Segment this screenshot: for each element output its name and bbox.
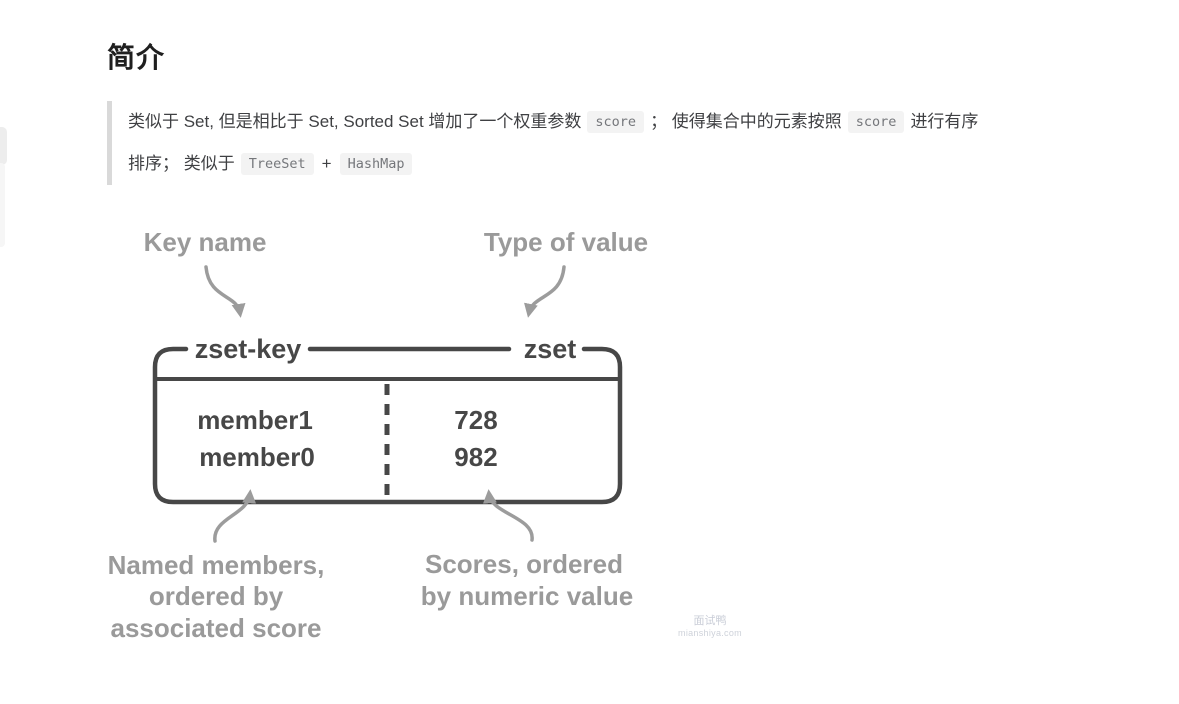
scores-caption-line: Scores, ordered (425, 549, 623, 579)
plus-separator: + (321, 154, 332, 173)
arrow-named-members (213, 489, 257, 543)
zset-key-label: zset-key (195, 334, 302, 364)
collapsed-panel-handle[interactable] (0, 127, 7, 165)
blockquote-line-1: 类似于 Set, 但是相比于 Set, Sorted Set 增加了一个权重参数… (128, 101, 1157, 143)
intro-blockquote: 类似于 Set, 但是相比于 Set, Sorted Set 增加了一个权重参数… (107, 101, 1157, 185)
scores-caption-line: by numeric value (421, 581, 633, 611)
inline-code-hashmap: HashMap (339, 153, 413, 175)
arrow-scores (482, 489, 534, 542)
watermark-site-name: 面试鸭 (693, 615, 727, 627)
inline-code-score: score (847, 111, 905, 133)
watermark-site-url: mianshiya.com (678, 628, 742, 638)
key-name-caption: Key name (144, 227, 267, 257)
section-heading: 简介 (107, 42, 166, 73)
quote-text: 进行有序 (910, 112, 979, 131)
article: 简介 类似于 Set, 但是相比于 Set, Sorted Set 增加了一个权… (107, 36, 1157, 185)
site-watermark: 面试鸭 mianshiya.com (658, 615, 762, 639)
quote-text: ； 使得集合中的元素按照 (650, 112, 842, 131)
inline-code-score: score (587, 111, 645, 133)
zset-diagram: Key name Type of value zset-key zset mem… (90, 205, 710, 665)
members-caption-line: ordered by (149, 581, 284, 611)
member-cell: member1 (197, 405, 313, 435)
type-of-value-caption: Type of value (484, 227, 648, 257)
blockquote-line-2: 排序； 类似于 TreeSet + HashMap (128, 143, 1157, 185)
member-cell: member0 (199, 442, 315, 472)
score-cell: 728 (454, 405, 497, 435)
members-caption-line: Named members, (108, 550, 325, 580)
zset-type-label: zset (524, 334, 577, 364)
score-cell: 982 (454, 442, 497, 472)
inline-code-treeset: TreeSet (240, 153, 314, 175)
arrow-type-of-value (524, 265, 566, 318)
collapsed-panel-shadow (0, 163, 5, 247)
zset-box-outline (152, 346, 623, 505)
quote-text: 排序； 类似于 (128, 154, 235, 173)
members-caption-line: associated score (110, 613, 321, 643)
arrow-key-name (204, 265, 246, 318)
quote-text: 类似于 Set, 但是相比于 Set, Sorted Set 增加了一个权重参数 (128, 112, 582, 131)
zset-diagram-svg: Key name Type of value zset-key zset mem… (108, 227, 649, 643)
